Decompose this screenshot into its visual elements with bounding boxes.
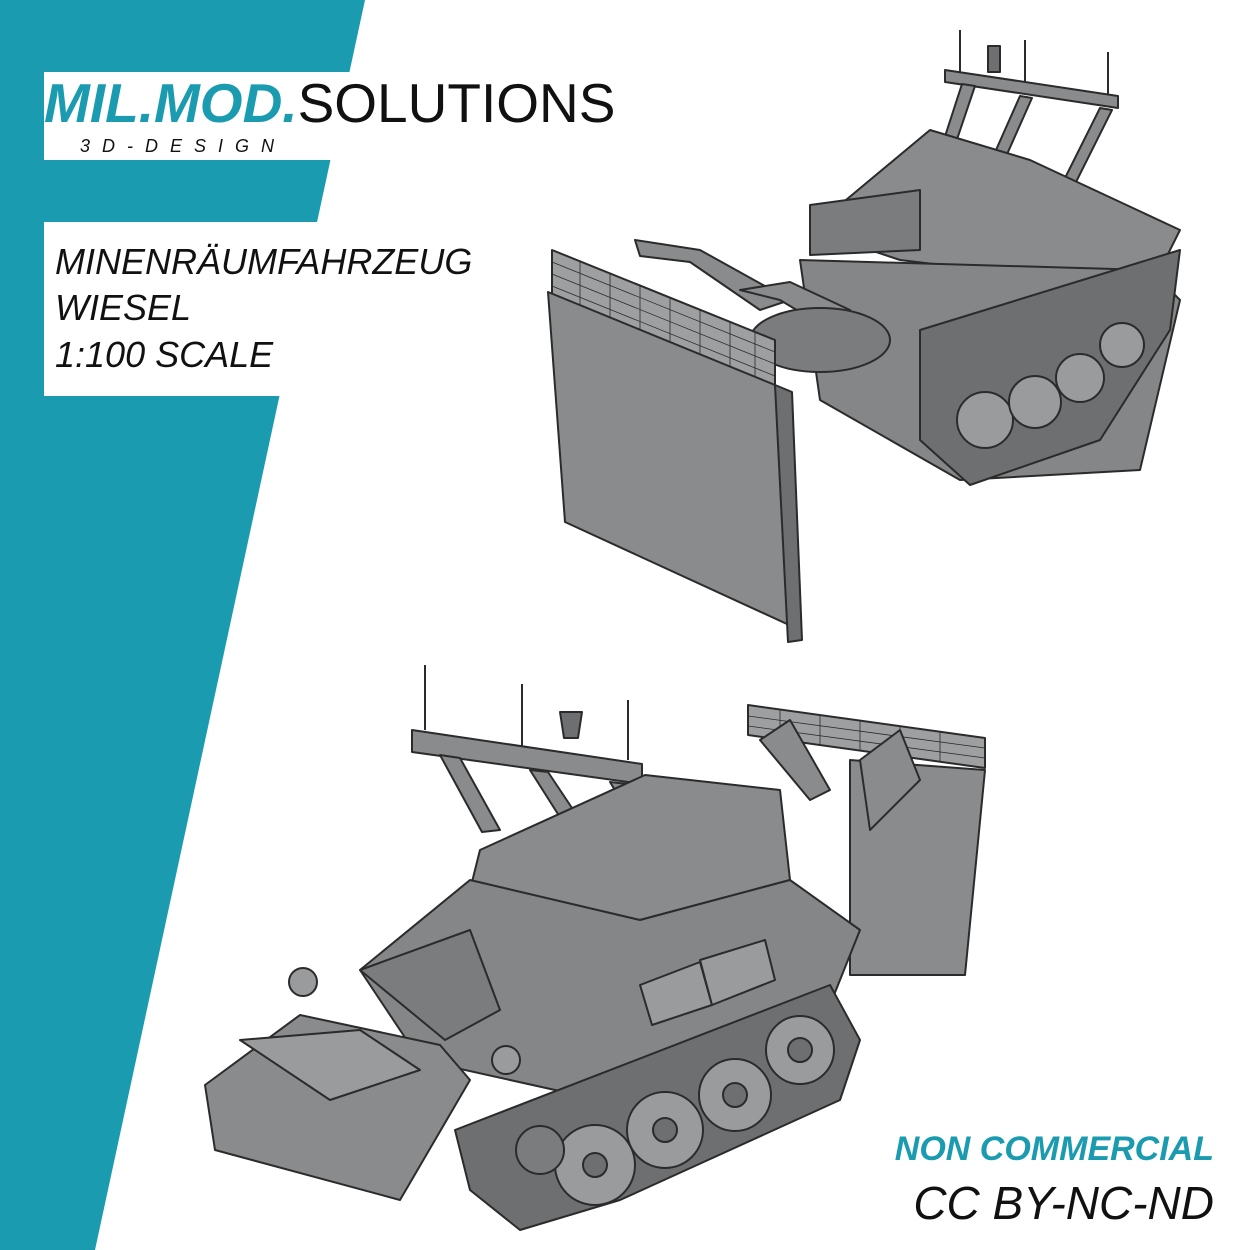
brand-tagline: 3D-DESIGN — [80, 136, 287, 156]
brand-logo-accent: MIL.MOD. — [44, 72, 298, 134]
title-panel-bg — [44, 222, 318, 396]
top-vehicle-render — [547, 30, 1181, 643]
license-label: NON COMMERCIAL — [894, 1130, 1214, 1168]
product-variant: WIESEL — [55, 287, 192, 328]
logo-panel-bg — [44, 72, 610, 160]
bottom-vehicle-render — [204, 665, 986, 1231]
brand-logo-main: SOLUTIONS — [297, 72, 616, 134]
product-name: MINENRÄUMFAHRZEUG — [55, 241, 473, 282]
product-scale: 1:100 SCALE — [55, 334, 274, 375]
brand-logo: MIL.MOD.SOLUTIONS — [44, 76, 615, 131]
license-code: CC BY-NC-ND — [913, 1177, 1214, 1229]
